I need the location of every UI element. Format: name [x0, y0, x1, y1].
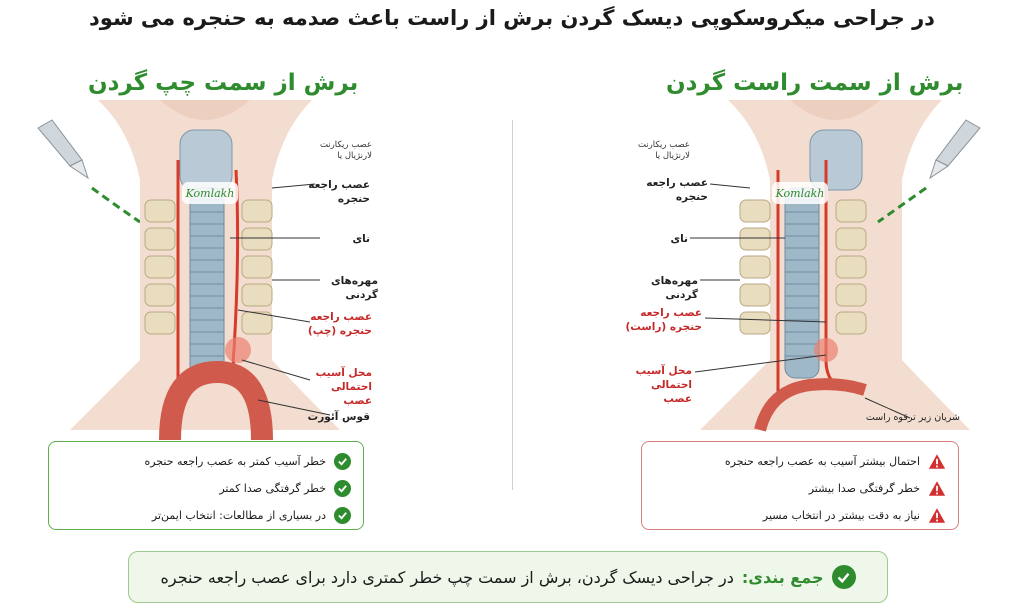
check-icon [334, 480, 351, 497]
left-neck-diagram: Komlakh [37, 100, 340, 440]
right-neck-diagram: Komlakh [690, 100, 981, 432]
right-label-vertebrae: مهره‌های گردنی [650, 275, 698, 302]
summary-text: در جراحی دیسک گردن، برش از سمت چپ خطر کم… [160, 567, 734, 587]
left-panel-heading: برش از سمت چپ گردن [88, 70, 359, 96]
right-label-injury-site: محل آسیب احتمالی عصب [635, 365, 692, 406]
left-label-injury-site: محل آسیب احتمالی عصب [315, 367, 372, 408]
right-panel-heading: برش از سمت راست گردن [666, 70, 964, 96]
right-label-trachea: نای [670, 233, 688, 245]
right-label-right-nerve: عصب راجعه حنجره (راست) [625, 307, 703, 334]
summary-bar: جمع بندی: در جراحی دیسک گردن، برش از سمت… [128, 551, 888, 603]
left-benefits-box: خطر آسیب کمتر به عصب راجعه حنجره خطر گرف… [48, 441, 364, 530]
warning-icon [928, 508, 946, 523]
scalpel-icon [37, 119, 89, 180]
left-label-recurrent-nerve: عصب راجعه حنجره [308, 179, 370, 206]
check-icon [334, 453, 351, 470]
left-label-trachea: نای [352, 233, 370, 245]
logo-text: Komlakh [775, 187, 825, 200]
list-item: احتمال بیشتر آسیب به عصب راجعه حنجره [654, 448, 946, 475]
right-label-recurrent-nerve: عصب راجعه حنجره [646, 177, 708, 204]
left-label-vertebrae: مهره‌های گردنی [330, 275, 378, 302]
right-risks-box: احتمال بیشتر آسیب به عصب راجعه حنجره خطر… [641, 441, 959, 530]
left-label-left-nerve: عصب راجعه حنجره (چپ) [307, 311, 372, 338]
logo-text: Komlakh [185, 187, 235, 200]
list-item: خطر گرفتگی صدا بیشتر [654, 475, 946, 502]
check-icon [831, 565, 856, 589]
warning-icon [928, 481, 946, 496]
warning-icon [928, 454, 946, 469]
panel-divider [512, 120, 513, 490]
list-item: خطر گرفتگی صدا کمتر [61, 475, 351, 502]
list-item: خطر آسیب کمتر به عصب راجعه حنجره [61, 448, 351, 475]
right-label-note: عصب ریکارنت لارنژیال یا [637, 140, 690, 162]
page-title: در جراحی میکروسکوپی دیسک گردن برش از راس… [89, 6, 935, 30]
left-label-aortic-arch: قوس آئورت [307, 411, 370, 423]
list-item: در بسیاری از مطالعات: انتخاب ایمن‌تر [61, 502, 351, 529]
scalpel-icon [929, 119, 981, 180]
left-label-note: عصب ریکارنت لارنژیال یا [319, 140, 372, 162]
right-label-subclavian: شریان زیر ترقوه راست [865, 412, 960, 423]
list-item: نیاز به دقت بیشتر در انتخاب مسیر [654, 502, 946, 529]
check-icon [334, 507, 351, 524]
summary-lead: جمع بندی: [741, 567, 824, 587]
